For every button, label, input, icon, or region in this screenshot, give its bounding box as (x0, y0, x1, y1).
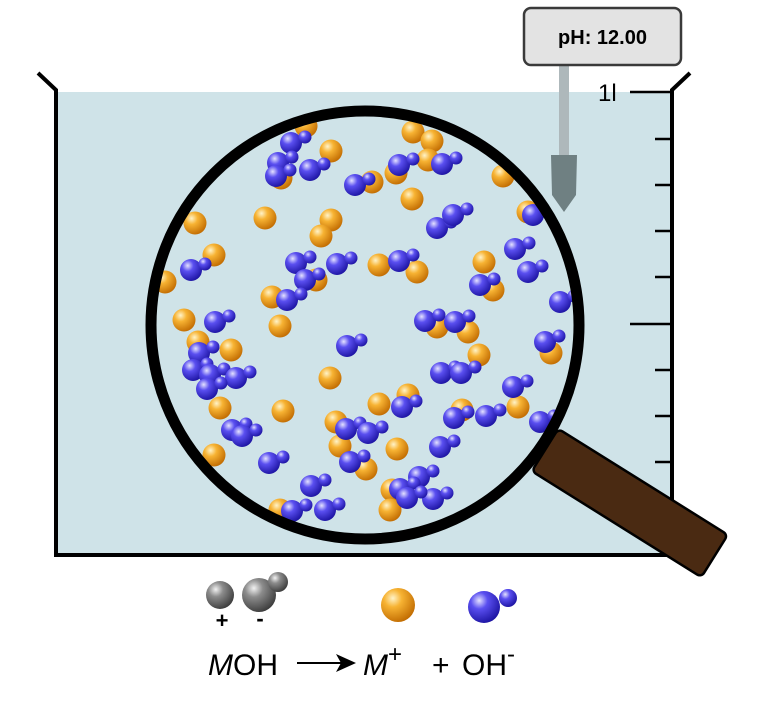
product-anion-symbol: OH (462, 649, 507, 682)
legend-minus-sign: - (256, 606, 263, 631)
hydroxide-ion-particle (443, 405, 475, 429)
hydroxide-ion-particle (204, 309, 236, 333)
hydroxide-ion-particle (391, 394, 423, 418)
hydroxide-ion-particle (422, 486, 454, 510)
hydroxide-ion-particle (196, 376, 228, 400)
hydroxide-ion-particle (299, 157, 331, 181)
metal-ion-particle (309, 224, 333, 248)
hydroxide-ion-icon (468, 589, 517, 623)
hydroxide-ion-particle (344, 172, 376, 196)
hydroxide-ion-particle (281, 498, 313, 522)
reactant-hydroxide: OH (233, 649, 278, 682)
hydroxide-ion-particle (294, 267, 326, 291)
metal-ion-particle (172, 308, 196, 332)
hydroxide-ion-particle (442, 202, 474, 226)
equation-product-metal: M+ (363, 641, 402, 682)
ph-value: pH: 12.00 (558, 27, 647, 49)
hydroxide-ion-particle (517, 259, 549, 283)
product-metal-charge: + (388, 641, 402, 668)
reactant-metal-symbol: M (208, 649, 233, 682)
metal-ion-particle (385, 437, 409, 461)
metal-ion-particle (378, 498, 402, 522)
hydroxide-ion-particle (314, 497, 346, 521)
metal-ion-particle (405, 260, 429, 284)
hydroxide-ion-particle (276, 287, 308, 311)
hydroxide-ion-particle (444, 309, 476, 333)
product-anion-charge: - (507, 641, 515, 668)
beaker-outline (36, 71, 692, 557)
hydroxide-ion-particle (388, 248, 420, 272)
hydroxide-ion-particle (225, 365, 257, 389)
metal-ion-particle (318, 366, 342, 390)
hydroxide-ion-particle (300, 473, 332, 497)
lens-particles (153, 114, 579, 522)
metal-ion-particle (219, 338, 243, 362)
metal-ion-particle (319, 139, 343, 163)
legend-plus-sign: + (216, 608, 229, 633)
magnifying-glass (145, 105, 728, 577)
ph-meter: pH: 12.00 (522, 6, 683, 212)
equation-plus: + (432, 649, 450, 682)
metal-ion-particle (271, 399, 295, 423)
product-metal-symbol: M (363, 649, 388, 682)
neutral-moh-molecule-icon (206, 572, 288, 612)
ph-probe-tip (551, 155, 577, 212)
hydroxide-ion-particle (502, 374, 534, 398)
dissociation-equation: MOH M+ + OH- (208, 641, 515, 682)
hydroxide-ion-particle (475, 403, 507, 427)
hydroxide-ion-particle (388, 152, 420, 176)
equation-reactant: MOH (208, 649, 278, 682)
hydroxide-ion-particle (396, 485, 428, 509)
hydroxide-ion-particle (231, 423, 263, 447)
volume-label: 1l (598, 80, 617, 107)
ph-probe-stem (559, 62, 569, 158)
hydroxide-ion-particle (265, 163, 297, 187)
hydroxide-ion-particle (180, 257, 212, 281)
metal-ion-particle (420, 129, 444, 153)
hydroxide-ion-particle (414, 308, 446, 332)
hydroxide-ion-particle (285, 250, 317, 274)
metal-ion-particle (367, 392, 391, 416)
hydroxide-ion-particle (431, 151, 463, 175)
hydroxide-ion-particle (504, 236, 536, 260)
metal-ion-particle (253, 206, 277, 230)
graduation-marks (630, 90, 672, 464)
legend: + - (206, 572, 517, 633)
hydroxide-ion-particle (336, 333, 368, 357)
metal-ion-particle (328, 434, 352, 458)
metal-ion-icon (381, 588, 415, 622)
hydroxide-ion-particle (469, 272, 501, 296)
hydroxide-ion-particle (326, 251, 358, 275)
metal-ion-particle (506, 395, 530, 419)
metal-ion-particle (202, 443, 226, 467)
metal-ion-particle (400, 187, 424, 211)
metal-ion-particle (183, 211, 207, 235)
equation-product-anion: OH- (462, 641, 515, 682)
metal-ion-particle (472, 250, 496, 274)
hydroxide-ion-particle (339, 449, 371, 473)
hydroxide-ion-particle (258, 450, 290, 474)
hydroxide-ion-particle (429, 434, 461, 458)
metal-ion-particle (208, 396, 232, 420)
reaction-arrow-icon (297, 654, 356, 672)
metal-ion-particle (401, 120, 425, 144)
ph-meter-display (522, 6, 683, 67)
hydroxide-ion-particle (450, 360, 482, 384)
hydroxide-ion-particle (357, 420, 389, 444)
metal-ion-particle (268, 314, 292, 338)
metal-ion-particle (367, 253, 391, 277)
hydroxide-ion-particle (335, 416, 367, 440)
magnifier-lens-rim (145, 105, 585, 545)
hydroxide-ion-particle (534, 329, 566, 353)
hydroxide-ion-particle (280, 130, 312, 154)
